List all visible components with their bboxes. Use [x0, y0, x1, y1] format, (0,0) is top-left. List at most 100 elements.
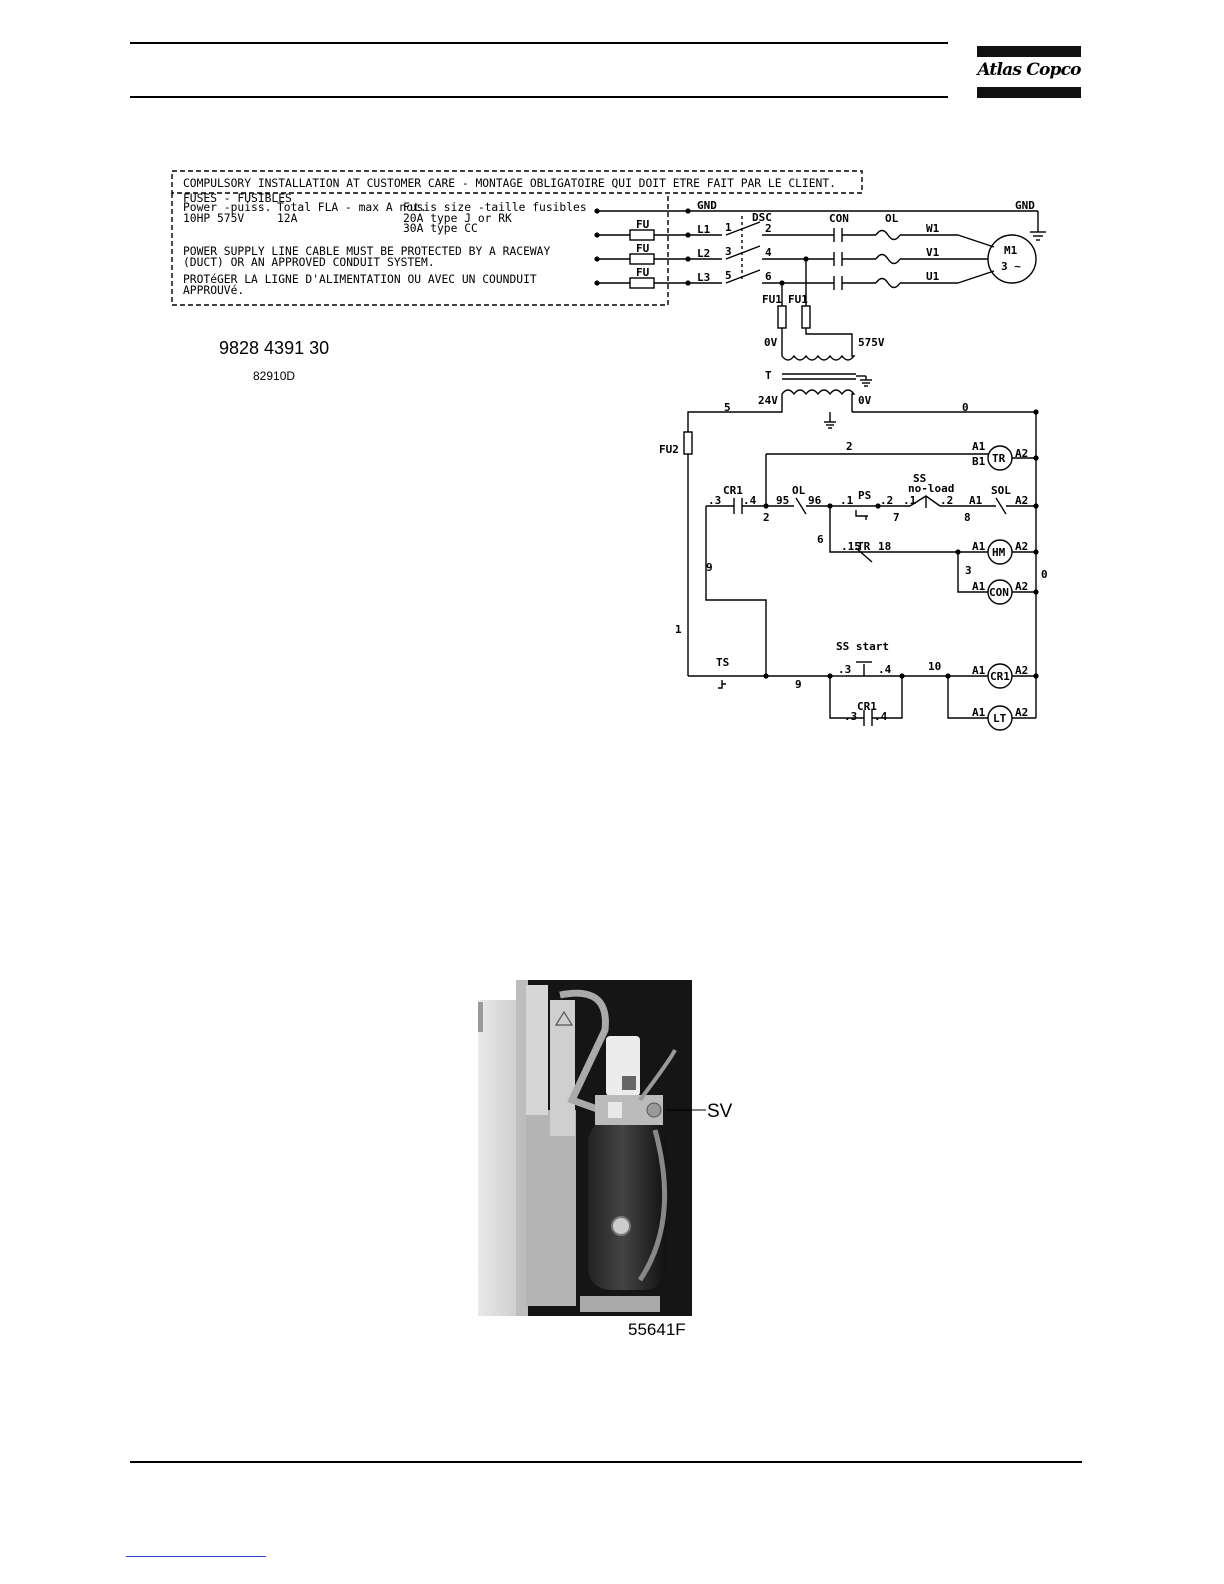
term-5: 5 [725, 269, 732, 282]
cr1-a1: A1 [972, 664, 986, 677]
wire-9-left: 9 [706, 561, 713, 574]
term-4: 4 [765, 246, 772, 259]
v575-label: 575V [858, 336, 885, 349]
sol-a1: A1 [969, 494, 983, 507]
sol-a2: A2 [1015, 494, 1028, 507]
con-a1: A1 [972, 580, 986, 593]
compressor-photo: SV 55641F [478, 980, 733, 1339]
term-3: 3 [725, 245, 732, 258]
atlas-copco-logo: Atlas Copco [977, 46, 1081, 98]
wire-2-rung: 2 [763, 511, 770, 524]
ps-term-1: .1 [840, 494, 854, 507]
sol-label: SOL [991, 484, 1011, 497]
wire-5: 5 [724, 401, 731, 414]
wire-0-right: 0 [1041, 568, 1048, 581]
cr1-label-top: CR1 [723, 484, 743, 497]
fu-label-2: FU [636, 242, 650, 255]
lt-a2: A2 [1015, 706, 1028, 719]
tr-contact-label: TR [857, 540, 871, 553]
bottom-link-underline[interactable] [126, 1556, 266, 1557]
tr-coil-label: TR [992, 452, 1006, 465]
fu1-label-2: FU1 [788, 293, 808, 306]
wire-1: 1 [675, 623, 682, 636]
term-1: 1 [725, 221, 732, 234]
ss-label: SS [913, 472, 926, 485]
drawing-id: 82910D [253, 369, 295, 383]
l2-label: L2 [697, 247, 710, 260]
wiring-schematic: COMPULSORY INSTALLATION AT CUSTOMER CARE… [171, 170, 1048, 731]
note-power-header: Power -puiss. [183, 201, 271, 214]
figure-id: 55641F [628, 1320, 686, 1339]
wire-3: 3 [965, 564, 972, 577]
note-fla-value: 12A [277, 212, 298, 225]
note-fla-header: Total FLA - max A not. [277, 201, 427, 214]
footer-rule [130, 1461, 1082, 1463]
ts-label: TS [716, 656, 729, 669]
gnd-label-right: GND [1015, 199, 1035, 212]
note-fuses-title: FUSES - FUSIBLES [183, 192, 292, 205]
zero-v-secondary: 0V [858, 394, 872, 407]
lt-label: LT [993, 712, 1007, 725]
wire-2-tr: 2 [846, 440, 853, 453]
cr1-seal-label: CR1 [857, 700, 877, 713]
wire-6: 6 [817, 533, 824, 546]
hm-a2: A2 [1015, 540, 1028, 553]
sv-callout: SV [707, 1101, 733, 1122]
fu-label-1: FU [636, 218, 650, 231]
ss-start-term-3: .3 [838, 663, 851, 676]
l3-label: L3 [697, 271, 710, 284]
fu-label-3: FU [636, 266, 650, 279]
ss-start-term-4: .4 [878, 663, 892, 676]
note-supply-1: POWER SUPPLY LINE CABLE MUST BE PROTECTE… [183, 245, 550, 258]
ps-label: PS [858, 489, 871, 502]
transformer-label: T [765, 369, 772, 382]
ol-contact-label: OL [792, 484, 806, 497]
v24-label: 24V [758, 394, 778, 407]
note-power-value: 10HP 575V [183, 212, 244, 225]
note-compulsory: COMPULSORY INSTALLATION AT CUSTOMER CARE… [183, 177, 836, 190]
wire-8: 8 [964, 511, 971, 524]
wire-10: 10 [928, 660, 941, 673]
note-protect-1: PROTéGER LA LIGNE D'ALIMENTATION OU AVEC… [183, 273, 537, 286]
zero-v-primary: 0V [764, 336, 778, 349]
cr1-coil-label: CR1 [990, 670, 1010, 683]
con-a2: A2 [1015, 580, 1028, 593]
ol-label: OL [885, 212, 899, 225]
note-fuse-size-1: 20A type J or RK [403, 212, 512, 225]
part-number: 9828 4391 30 [219, 338, 329, 358]
w1-label: W1 [926, 222, 940, 235]
header-rule-bottom [130, 96, 948, 98]
note-fuse-size-2: 30A type CC [403, 222, 478, 235]
dsc-label: DSC [752, 211, 772, 224]
ss-term-2: .2 [940, 494, 953, 507]
hm-label: HM [992, 546, 1006, 559]
tr-a2: A2 [1015, 447, 1028, 460]
ol-95: 95 [776, 494, 789, 507]
con-coil-label: CON [989, 586, 1009, 599]
cr1-term-4: .4 [743, 494, 757, 507]
lt-a1: A1 [972, 706, 986, 719]
note-protect-2: APPROUVé. [183, 284, 244, 297]
tr-a1: A1 [972, 440, 986, 453]
wire-7: 7 [893, 511, 900, 524]
tr-term-18: 18 [878, 540, 891, 553]
l1-label: L1 [697, 223, 711, 236]
cr1-seal-term-4: .4 [874, 710, 888, 723]
fu2-label: FU2 [659, 443, 679, 456]
motor-phase-label: 3 ~ [1001, 260, 1021, 273]
motor-label: M1 [1004, 244, 1018, 257]
note-fuse-size-header: Fusis size -taille fusibles [403, 201, 587, 214]
con-label: CON [829, 212, 849, 225]
wire-9-bottom: 9 [795, 678, 802, 691]
ol-96: 96 [808, 494, 822, 507]
wire-0-top: 0 [962, 401, 969, 414]
ps-term-2: .2 [880, 494, 893, 507]
header-rule-top [130, 42, 948, 44]
tr-term-15: .15 [841, 540, 861, 553]
tr-b1: B1 [972, 455, 986, 468]
term-2: 2 [765, 222, 772, 235]
v1-label: V1 [926, 246, 940, 259]
term-6: 6 [765, 270, 772, 283]
fu1-label-1: FU1 [762, 293, 782, 306]
ss-start-label: SS start [836, 640, 889, 653]
